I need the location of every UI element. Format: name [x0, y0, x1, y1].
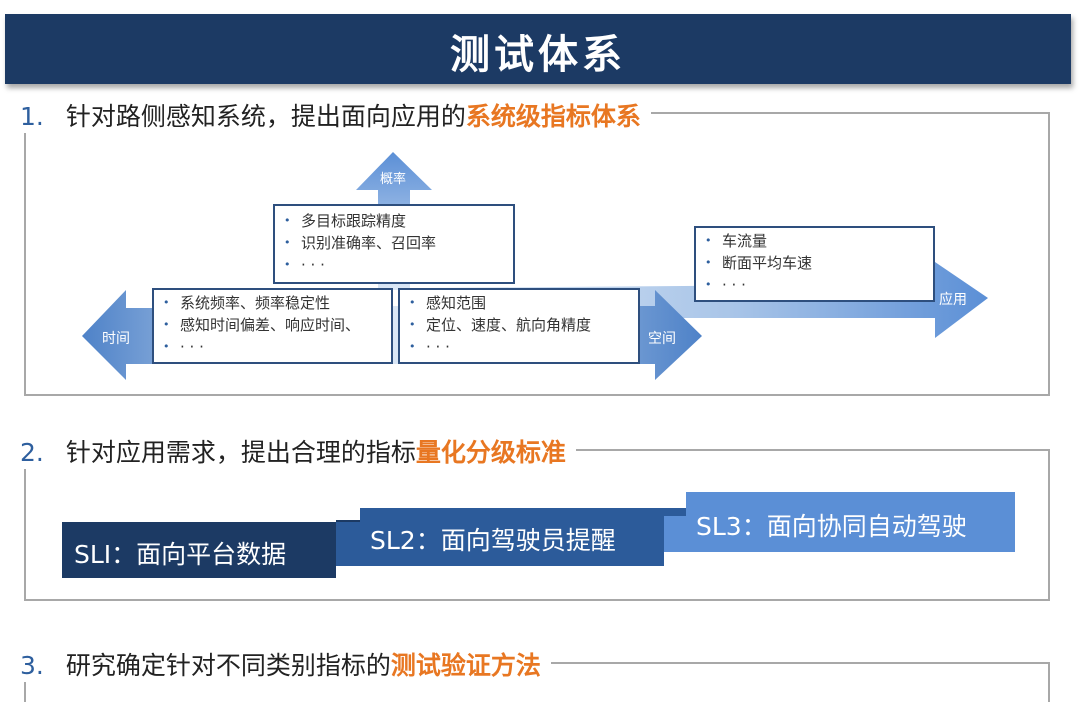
section1-number: 1. — [20, 102, 44, 131]
section2-text: 针对应用需求，提出合理的指标 — [65, 438, 416, 467]
section1-heading: 1. 针对路侧感知系统，提出面向应用的系统级指标体系 — [20, 97, 651, 133]
probability-label: 概率 — [380, 172, 407, 187]
list-item: 系统频率、频率稳定性 — [154, 292, 391, 314]
section3-highlight: 测试验证方法 — [390, 651, 541, 680]
title-banner: 测试体系 — [5, 14, 1071, 84]
list-item: 多目标跟踪精度 — [275, 210, 513, 232]
page-title: 测试体系 — [450, 32, 626, 78]
section2-heading: 2. 针对应用需求，提出合理的指标量化分级标准 — [20, 433, 576, 469]
section1-frame — [24, 112, 1050, 396]
application-label: 应用 — [939, 292, 967, 308]
time-label: 时间 — [102, 331, 130, 347]
list-item: 感知时间偏差、响应时间、 — [154, 314, 391, 336]
sl2-label: SL2：面向驾驶员提醒 — [370, 526, 616, 555]
section3-heading: 3. 研究确定针对不同类别指标的测试验证方法 — [20, 646, 551, 682]
section3-text: 研究确定针对不同类别指标的 — [65, 651, 391, 680]
application-box: 车流量 断面平均车速 · · · — [694, 226, 935, 302]
section3-frame — [24, 662, 1050, 702]
list-item: 车流量 — [696, 230, 933, 252]
list-item: · · · — [275, 254, 513, 276]
section3-number: 3. — [20, 651, 44, 680]
list-item: 定位、速度、航向角精度 — [400, 314, 638, 336]
list-item: 断面平均车速 — [696, 252, 933, 274]
section1-text: 针对路侧感知系统，提出面向应用的 — [65, 102, 466, 131]
sl1-label: SLI：面向平台数据 — [74, 540, 287, 569]
section2-highlight: 量化分级标准 — [415, 438, 566, 467]
space-box: 感知范围 定位、速度、航向角精度 · · · — [398, 288, 640, 364]
section2-number: 2. — [20, 438, 44, 467]
list-item: · · · — [696, 274, 933, 296]
list-item: · · · — [154, 336, 391, 358]
list-item: · · · — [400, 336, 638, 358]
sl3-label: SL3：面向协同自动驾驶 — [696, 512, 967, 541]
sl2-step — [336, 508, 686, 566]
sl1-step — [62, 520, 360, 578]
list-item: 感知范围 — [400, 292, 638, 314]
space-label: 空间 — [648, 331, 676, 347]
sl3-step — [664, 492, 1015, 552]
probability-box: 多目标跟踪精度 识别准确率、召回率 · · · — [273, 204, 515, 284]
section1-highlight: 系统级指标体系 — [465, 102, 641, 131]
time-box: 系统频率、频率稳定性 感知时间偏差、响应时间、 · · · — [152, 288, 393, 364]
list-item: 识别准确率、召回率 — [275, 232, 513, 254]
section2-frame — [24, 449, 1050, 601]
